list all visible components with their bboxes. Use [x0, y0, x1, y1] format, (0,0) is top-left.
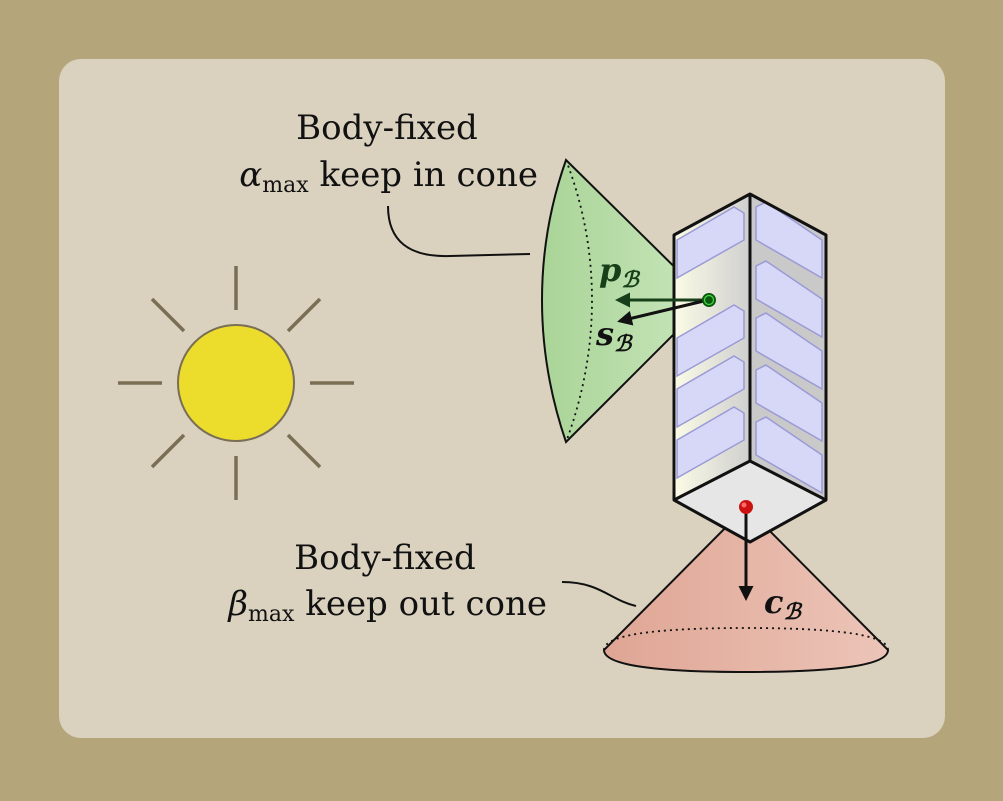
keep-out-label-line2: βmax keep out cone — [226, 584, 547, 627]
vector-p-label: pℬ — [599, 251, 641, 293]
keep-in-origin-point — [702, 293, 716, 307]
sun-rays — [118, 266, 354, 500]
vector-s-label: sℬ — [595, 315, 634, 357]
sun-disk — [177, 324, 295, 442]
keep-in-label-line2: αmax keep in cone — [239, 155, 538, 198]
vector-c-label: cℬ — [764, 583, 803, 625]
vector-s — [617, 298, 709, 326]
keep-out-origin-point — [739, 500, 753, 514]
sun-icon — [118, 266, 354, 500]
keep-in-leader-line — [387, 205, 531, 258]
keep-in-label-line1: Body-fixed — [296, 108, 478, 148]
keep-out-label-line1: Body-fixed — [294, 538, 476, 578]
keep-out-leader-line — [561, 581, 637, 607]
spacecraft-outline — [672, 192, 828, 544]
spacecraft — [672, 192, 828, 544]
